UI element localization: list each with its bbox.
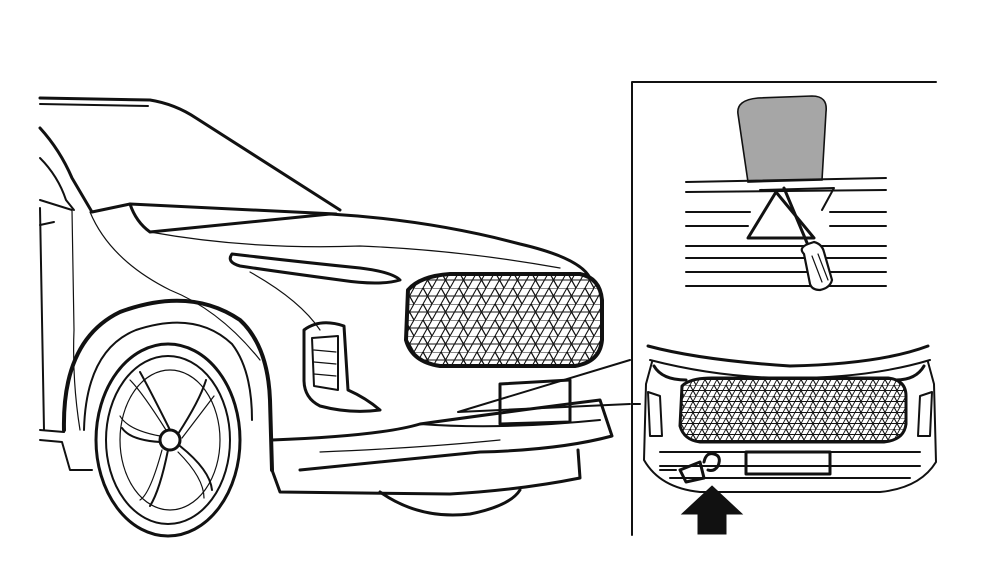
inset-frame: [631, 81, 937, 536]
up-arrow-icon: [680, 485, 744, 535]
windshield-frame: [38, 126, 338, 216]
headlight-strip: [228, 252, 402, 285]
vehicle-main-view: [38, 96, 631, 538]
screwdriver-icon: [782, 186, 834, 292]
removed-cover-panel: [737, 95, 828, 183]
tow-hook-icon: [678, 452, 721, 484]
callout-line: [457, 359, 631, 413]
detail-inset: [631, 81, 937, 536]
front-wheel: [94, 342, 242, 538]
front-bumper: [270, 398, 614, 472]
front-grille: [404, 272, 604, 368]
fog-lamp-housing: [302, 321, 382, 413]
wheel-arch: [61, 298, 274, 472]
roof-line: [38, 96, 342, 212]
vehicle-front-view-small: [643, 344, 937, 493]
hood-outline: [128, 202, 592, 280]
license-plate: [498, 378, 572, 426]
bumper-detail: [685, 177, 887, 287]
